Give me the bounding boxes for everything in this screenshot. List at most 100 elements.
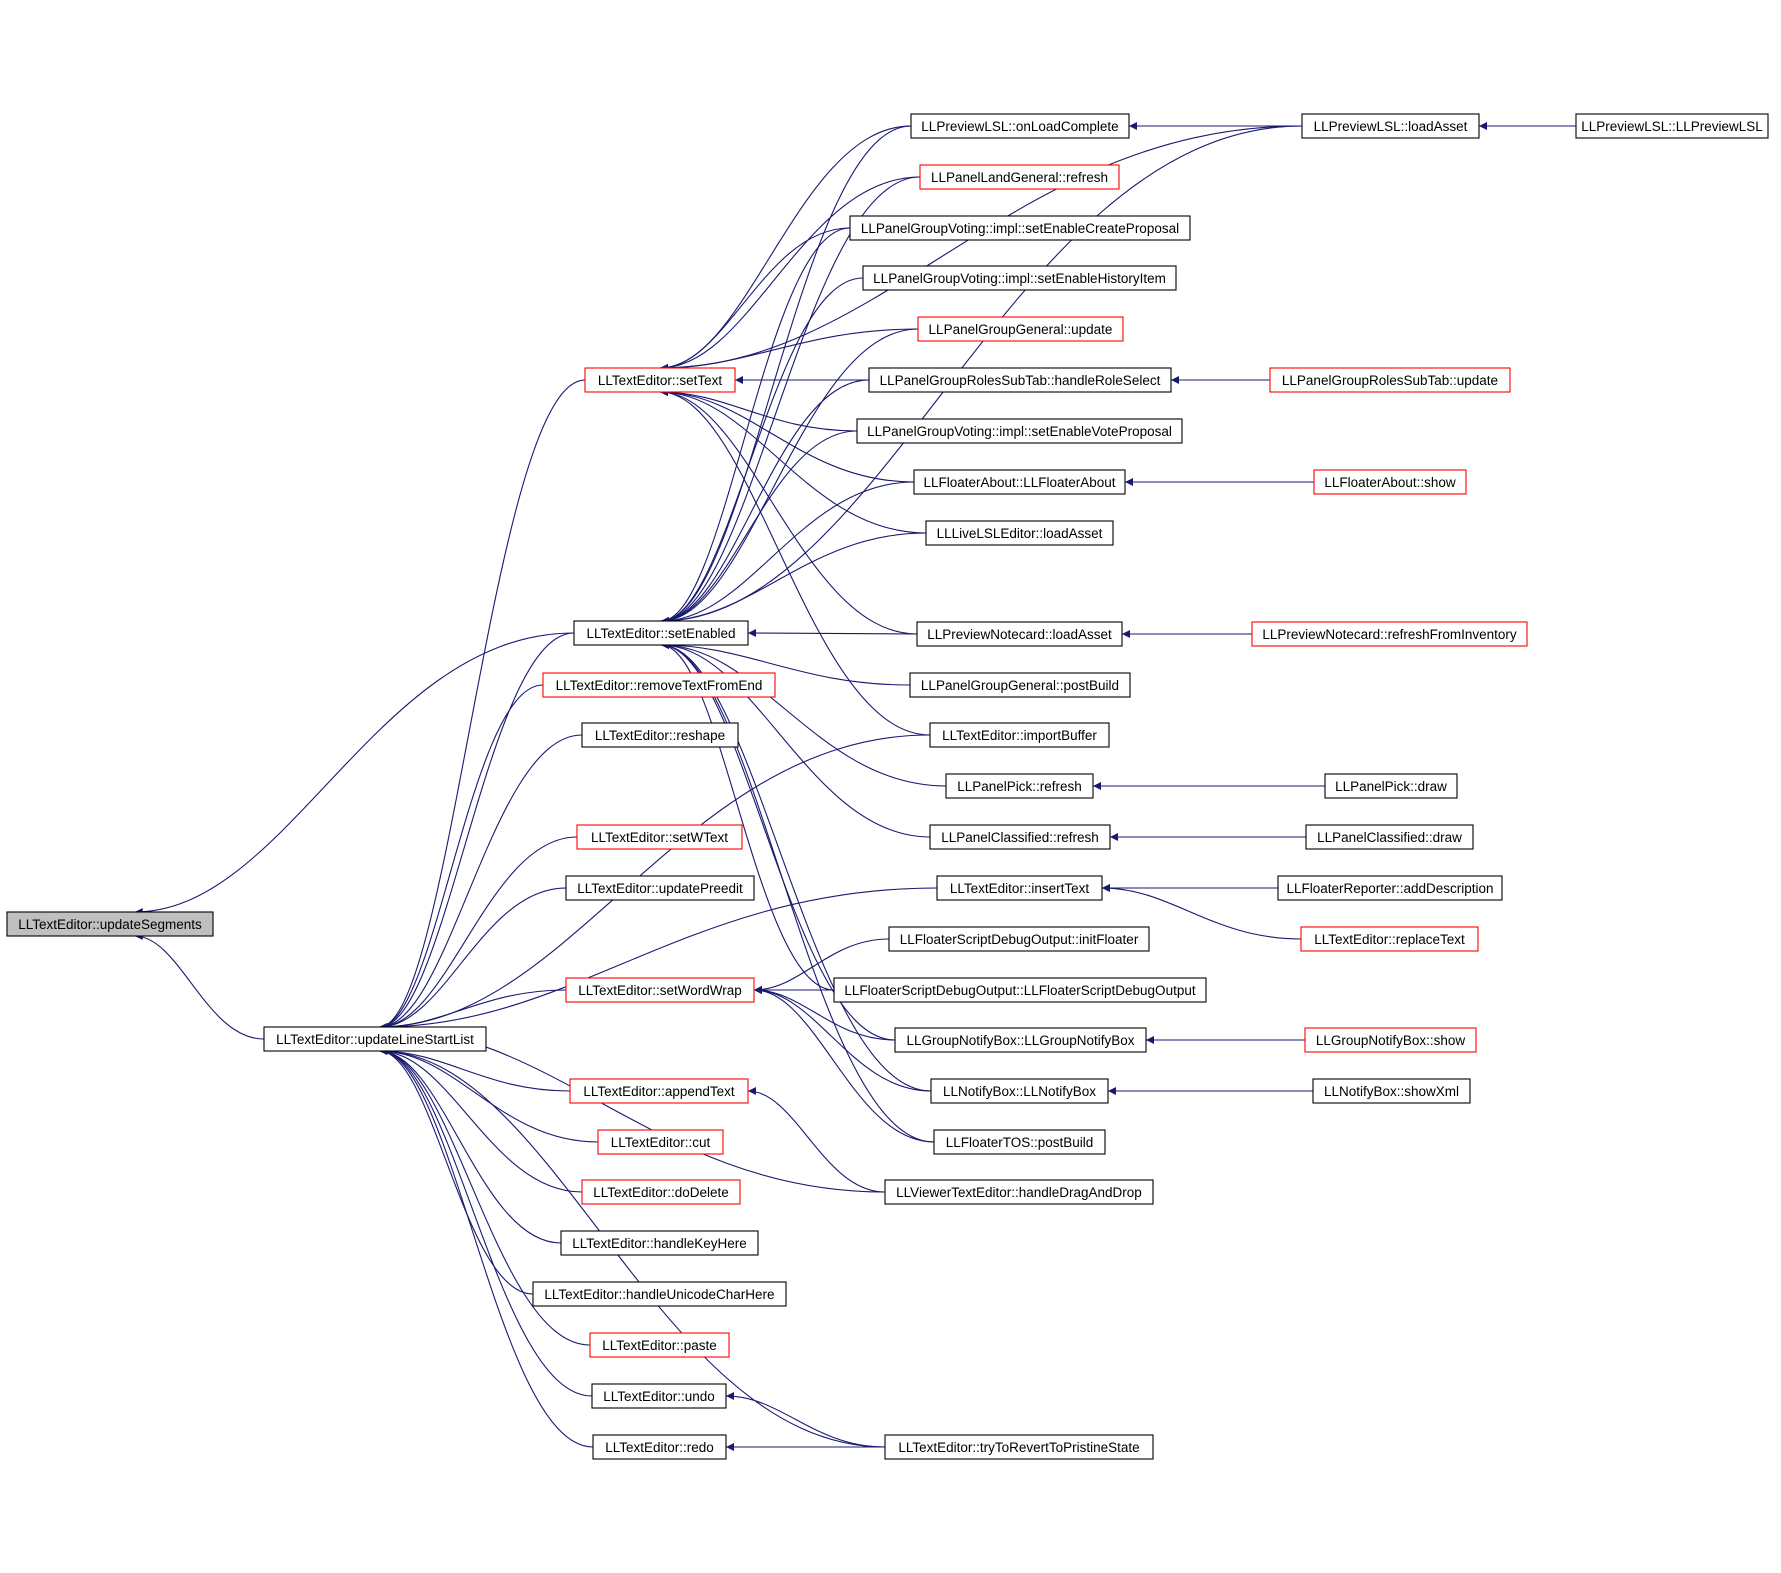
node-box xyxy=(884,1179,1154,1205)
node-handle-unicode-char-here[interactable]: LLTextEditor::handleUnicodeCharHere xyxy=(532,1281,787,1307)
edge-handle-role-select-to-set-enabled xyxy=(660,379,870,625)
node-label: LLLiveLSLEditor::loadAsset xyxy=(937,526,1103,541)
node-classified-refresh[interactable]: LLPanelClassified::refresh xyxy=(929,824,1111,850)
node-init-floater[interactable]: LLFloaterScriptDebugOutput::initFloater xyxy=(888,926,1150,952)
edge-tos-post-build-to-set-enabled xyxy=(660,641,935,1143)
edge-floater-about-ctor-to-set-enabled xyxy=(660,481,915,625)
node-box xyxy=(565,977,755,1003)
node-group-notify-ctor[interactable]: LLGroupNotifyBox::LLGroupNotifyBox xyxy=(894,1027,1147,1053)
node-label: LLTextEditor::setEnabled xyxy=(586,626,735,641)
node-label: LLTextEditor::redo xyxy=(605,1440,714,1455)
node-try-to-revert[interactable]: LLTextEditor::tryToRevertToPristineState xyxy=(884,1434,1154,1460)
edge-handle-unicode-char-here-to-update-line-start-list xyxy=(379,1047,534,1295)
node-box xyxy=(1305,824,1474,850)
edge-live-load-asset-to-set-enabled xyxy=(660,532,927,625)
edge-update-preedit-to-update-line-start-list xyxy=(379,887,567,1031)
edge-group-general-post-build-to-set-enabled xyxy=(660,641,911,686)
edge-handle-drag-and-drop-to-update-line-start-list xyxy=(379,1023,886,1193)
node-handle-role-select[interactable]: LLPanelGroupRolesSubTab::handleRoleSelec… xyxy=(868,367,1172,393)
node-set-enable-history-item[interactable]: LLPanelGroupVoting::impl::setEnableHisto… xyxy=(862,265,1177,291)
node-paste[interactable]: LLTextEditor::paste xyxy=(589,1332,730,1358)
node-group-general-post-build[interactable]: LLPanelGroupGeneral::postBuild xyxy=(909,672,1131,698)
edge-set-enable-history-item-to-set-enabled xyxy=(660,277,864,625)
node-floater-about-show[interactable]: LLFloaterAbout::show xyxy=(1313,469,1467,495)
node-box xyxy=(888,926,1150,952)
node-remove-text-from-end[interactable]: LLTextEditor::removeTextFromEnd xyxy=(542,672,776,698)
node-label: LLFloaterScriptDebugOutput::LLFloaterScr… xyxy=(844,983,1195,998)
node-append-text[interactable]: LLTextEditor::appendText xyxy=(569,1078,749,1104)
node-set-word-wrap[interactable]: LLTextEditor::setWordWrap xyxy=(565,977,755,1003)
node-box xyxy=(862,265,1177,291)
node-redo[interactable]: LLTextEditor::redo xyxy=(592,1434,727,1460)
node-notify-box-ctor[interactable]: LLNotifyBox::LLNotifyBox xyxy=(930,1078,1109,1104)
node-label: LLTextEditor::setText xyxy=(598,373,723,388)
node-undo[interactable]: LLTextEditor::undo xyxy=(591,1383,727,1409)
edge-redo-to-update-line-start-list xyxy=(379,1047,594,1448)
node-show-xml[interactable]: LLNotifyBox::showXml xyxy=(1312,1078,1471,1104)
node-box xyxy=(581,722,739,748)
node-panel-pick-draw[interactable]: LLPanelPick::draw xyxy=(1324,773,1458,799)
node-cut[interactable]: LLTextEditor::cut xyxy=(597,1129,724,1155)
node-replace-text[interactable]: LLTextEditor::replaceText xyxy=(1300,926,1479,952)
node-box xyxy=(910,113,1130,139)
node-lsl-ctor[interactable]: LLPreviewLSL::LLPreviewLSL xyxy=(1575,113,1769,139)
node-group-general-update[interactable]: LLPanelGroupGeneral::update xyxy=(917,316,1124,342)
node-update-preedit[interactable]: LLTextEditor::updatePreedit xyxy=(565,875,755,901)
node-handle-drag-and-drop[interactable]: LLViewerTextEditor::handleDragAndDrop xyxy=(884,1179,1154,1205)
node-lsl-load-asset[interactable]: LLPreviewLSL::loadAsset xyxy=(1301,113,1480,139)
node-reshape[interactable]: LLTextEditor::reshape xyxy=(581,722,739,748)
node-label: LLPanelGroupVoting::impl::setEnableCreat… xyxy=(861,221,1179,236)
node-import-buffer[interactable]: LLTextEditor::importBuffer xyxy=(929,722,1110,748)
node-live-load-asset[interactable]: LLLiveLSLEditor::loadAsset xyxy=(925,520,1114,546)
node-panel-pick-refresh[interactable]: LLPanelPick::refresh xyxy=(945,773,1094,799)
node-box xyxy=(597,1129,724,1155)
node-classified-draw[interactable]: LLPanelClassified::draw xyxy=(1305,824,1474,850)
node-tos-post-build[interactable]: LLFloaterTOS::postBuild xyxy=(933,1129,1106,1155)
node-box xyxy=(591,1383,727,1409)
edge-set-enable-vote-proposal-to-set-enabled xyxy=(660,430,858,625)
node-label: LLPreviewNotecard::loadAsset xyxy=(927,627,1112,642)
node-box xyxy=(532,1281,787,1307)
node-box xyxy=(833,977,1207,1003)
edge-try-to-revert-to-undo xyxy=(725,1392,886,1448)
node-label: LLTextEditor::handleKeyHere xyxy=(572,1236,747,1251)
node-group-notify-show[interactable]: LLGroupNotifyBox::show xyxy=(1304,1027,1477,1053)
node-land-general-refresh[interactable]: LLPanelLandGeneral::refresh xyxy=(919,164,1120,190)
node-box xyxy=(925,520,1114,546)
edge-cut-to-update-line-start-list xyxy=(379,1047,599,1143)
node-box xyxy=(576,824,743,850)
edge-tos-post-build-to-set-word-wrap xyxy=(753,986,935,1143)
node-floater-about-ctor[interactable]: LLFloaterAbout::LLFloaterAbout xyxy=(913,469,1126,495)
node-label: LLPanelGroupGeneral::update xyxy=(929,322,1113,337)
node-set-enabled[interactable]: LLTextEditor::setEnabled xyxy=(573,620,749,646)
node-box xyxy=(1313,469,1467,495)
node-do-delete[interactable]: LLTextEditor::doDelete xyxy=(581,1179,741,1205)
edge-classified-refresh-to-set-enabled xyxy=(660,641,931,838)
edge-on-load-complete-to-set-text xyxy=(659,125,912,372)
node-notecard-load-asset[interactable]: LLPreviewNotecard::loadAsset xyxy=(916,621,1123,647)
node-on-load-complete[interactable]: LLPreviewLSL::onLoadComplete xyxy=(910,113,1130,139)
node-add-description[interactable]: LLFloaterReporter::addDescription xyxy=(1277,875,1503,901)
node-box xyxy=(929,824,1111,850)
node-roles-sub-tab-update[interactable]: LLPanelGroupRolesSubTab::update xyxy=(1269,367,1511,393)
node-label: LLFloaterAbout::LLFloaterAbout xyxy=(923,475,1115,490)
node-update-segments[interactable]: LLTextEditor::updateSegments xyxy=(6,911,214,937)
node-insert-text[interactable]: LLTextEditor::insertText xyxy=(936,875,1103,901)
node-update-line-start-list[interactable]: LLTextEditor::updateLineStartList xyxy=(263,1026,487,1052)
node-script-debug-ctor[interactable]: LLFloaterScriptDebugOutput::LLFloaterScr… xyxy=(833,977,1207,1003)
edge-notify-box-ctor-to-set-word-wrap xyxy=(753,986,932,1092)
node-handle-key-here[interactable]: LLTextEditor::handleKeyHere xyxy=(560,1230,759,1256)
edge-reshape-to-update-line-start-list xyxy=(379,734,583,1031)
edge-set-word-wrap-to-update-line-start-list xyxy=(379,989,567,1031)
edge-import-buffer-to-set-text xyxy=(659,388,931,736)
node-set-text[interactable]: LLTextEditor::setText xyxy=(584,367,736,393)
node-label: LLViewerTextEditor::handleDragAndDrop xyxy=(896,1185,1142,1200)
node-box xyxy=(1324,773,1458,799)
edge-set-enabled-to-update-line-start-list xyxy=(379,632,575,1031)
node-refresh-from-inventory[interactable]: LLPreviewNotecard::refreshFromInventory xyxy=(1251,621,1528,647)
node-box xyxy=(1301,113,1480,139)
node-set-enable-create-proposal[interactable]: LLPanelGroupVoting::impl::setEnableCreat… xyxy=(849,215,1191,241)
node-set-enable-vote-proposal[interactable]: LLPanelGroupVoting::impl::setEnableVoteP… xyxy=(856,418,1183,444)
node-label: LLPanelPick::refresh xyxy=(957,779,1082,794)
node-set-wtext[interactable]: LLTextEditor::setWText xyxy=(576,824,743,850)
